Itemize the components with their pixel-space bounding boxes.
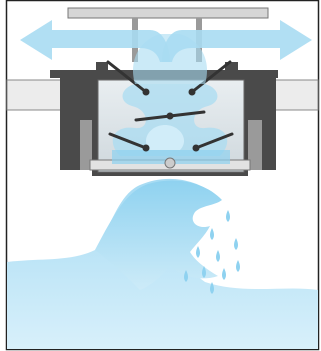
rod-joint [143, 145, 150, 152]
rod-joint [193, 145, 200, 152]
rod-joint [189, 89, 196, 96]
rod-joint [167, 113, 174, 120]
rod-joint [143, 89, 150, 96]
drain-knob [165, 158, 175, 168]
top-cover-plate [68, 8, 268, 18]
